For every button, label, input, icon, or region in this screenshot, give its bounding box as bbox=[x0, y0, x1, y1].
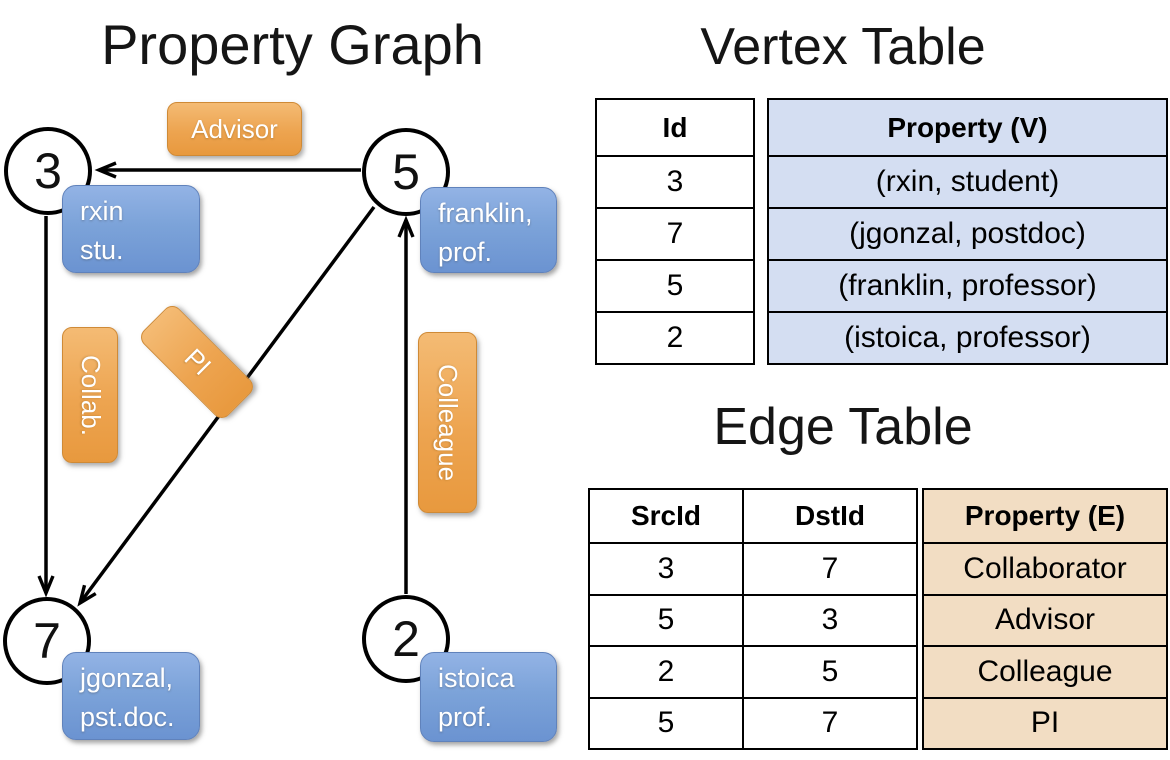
vertex-property-line: rxin bbox=[80, 196, 124, 226]
vertex-table-property-cell: (rxin, student) bbox=[769, 155, 1166, 207]
vertex-table-id-column: Id 3 7 5 2 bbox=[595, 98, 755, 365]
edge-table-src-dst-columns: SrcId DstId 3 7 5 3 2 5 5 7 bbox=[588, 488, 918, 750]
edge-table-property-header: Property (E) bbox=[964, 500, 1126, 531]
edge-table-src-cell: 5 bbox=[590, 696, 742, 749]
vertex-id: 3 bbox=[34, 143, 62, 199]
vertex-property-line: prof. bbox=[438, 237, 493, 267]
edge-label-text: Colleague bbox=[433, 363, 463, 482]
edge-table-src-header: SrcId bbox=[630, 500, 702, 531]
vertex-property-box-franklin: franklin, prof. bbox=[420, 187, 557, 273]
edge-table-dst-cell: 5 bbox=[742, 645, 916, 697]
edge-table-property-cell: Advisor bbox=[924, 593, 1166, 646]
property-graph-title: Property Graph bbox=[101, 13, 484, 76]
vertex-property-line: istoica bbox=[438, 663, 515, 693]
vertex-property-line: franklin, bbox=[438, 198, 533, 228]
vertex-property-box-istoica: istoica prof. bbox=[420, 652, 557, 742]
vertex-table-id-header: Id bbox=[662, 111, 688, 143]
vertex-id: 7 bbox=[33, 613, 61, 669]
vertex-table-title: Vertex Table bbox=[700, 18, 986, 76]
vertex-table-property-cell: (franklin, professor) bbox=[769, 259, 1166, 311]
edge-table-src-cell: 2 bbox=[590, 645, 742, 697]
edge-table-dst-cell: 7 bbox=[742, 696, 916, 748]
vertex-table-property-header: Property (V) bbox=[887, 111, 1048, 143]
edge-table-dst-cell: 7 bbox=[742, 542, 916, 594]
edge-table-property-cell: Collaborator bbox=[924, 542, 1166, 594]
vertex-id: 5 bbox=[392, 144, 420, 200]
vertex-node-2: 2 bbox=[362, 595, 450, 683]
vertex-property-line: jgonzal, bbox=[80, 663, 174, 693]
vertex-table-id-cell: 5 bbox=[597, 259, 753, 311]
vertex-property-line: pst.doc. bbox=[80, 702, 175, 732]
edge-table-src-cell: 3 bbox=[590, 542, 742, 594]
vertex-table-id-cell: 3 bbox=[597, 155, 753, 207]
vertex-node-5: 5 bbox=[362, 128, 450, 216]
edge-label-advisor: Advisor bbox=[167, 102, 302, 156]
vertex-table-property-column: Property (V) (rxin, student) (jgonzal, p… bbox=[767, 98, 1168, 365]
edge-table-property-column: Property (E) Collaborator Advisor Collea… bbox=[922, 488, 1168, 750]
edge-label-colleague: Colleague bbox=[418, 332, 477, 513]
edge-label-text: Collab. bbox=[75, 354, 106, 436]
vertex-table-property-cell: (istoica, professor) bbox=[769, 311, 1166, 363]
vertex-property-line: prof. bbox=[438, 702, 493, 732]
vertex-property-box-rxin: rxin stu. bbox=[62, 185, 200, 273]
edge-table-dst-cell: 3 bbox=[742, 593, 916, 645]
edge-table-title: Edge Table bbox=[713, 398, 973, 456]
edge-table-property-cell: Colleague bbox=[924, 645, 1166, 697]
edge-label-text: Advisor bbox=[191, 113, 278, 144]
edge-label-text: PI bbox=[178, 342, 217, 381]
edge-table-property-cell: PI bbox=[924, 696, 1166, 749]
vertex-property-box-jgonzal: jgonzal, pst.doc. bbox=[62, 652, 200, 740]
vertex-table-id-cell: 2 bbox=[597, 311, 753, 363]
edge-table-src-cell: 5 bbox=[590, 593, 742, 646]
vertex-table-property-cell: (jgonzal, postdoc) bbox=[769, 207, 1166, 259]
vertex-id: 2 bbox=[392, 611, 420, 667]
vertex-table-id-cell: 7 bbox=[597, 207, 753, 259]
edge-label-collab: Collab. bbox=[62, 327, 118, 463]
vertex-property-line: stu. bbox=[80, 235, 124, 265]
edge-table-dst-header: DstId bbox=[742, 490, 916, 542]
